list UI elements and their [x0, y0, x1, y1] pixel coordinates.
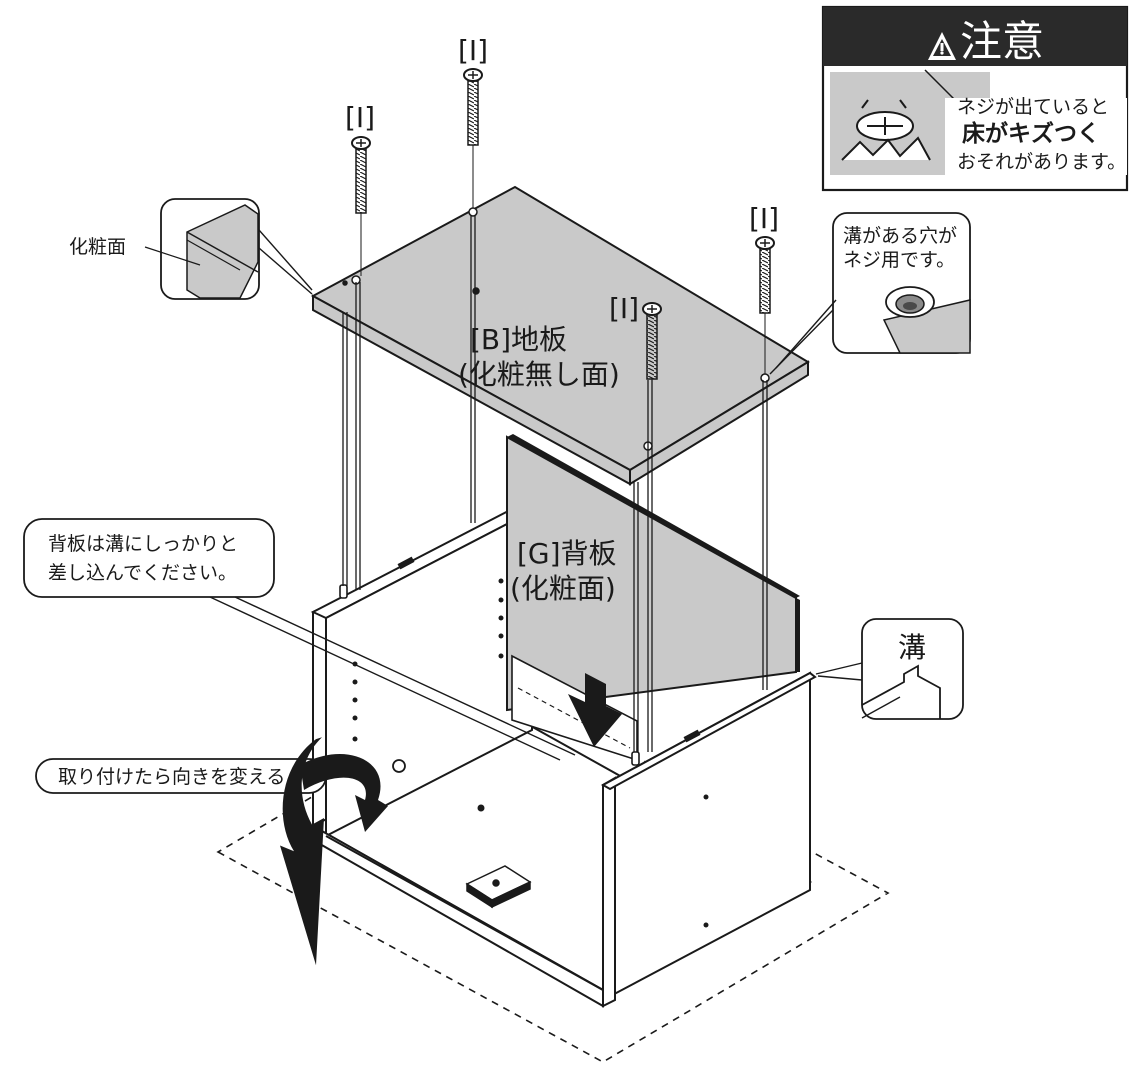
board-b-label: [B]地板 [470, 323, 567, 356]
rotate-note-text: 取り付けたら向きを変える [58, 766, 285, 788]
groove-mark-right [683, 729, 701, 743]
front-hole-1 [703, 794, 709, 800]
insert-down-arrow [568, 673, 622, 747]
groove-mark-left [397, 556, 415, 570]
warning-triangle-icon [928, 32, 956, 60]
board-g-sublabel: (化粧面) [510, 572, 616, 605]
board-g-label: [G]背板 [517, 537, 617, 570]
face-label: 化粧面 [69, 236, 126, 258]
rotate-note [35, 753, 388, 832]
dowels [339, 584, 640, 766]
back-note-callout [23, 518, 576, 761]
cabinet-box [310, 503, 817, 1008]
groove-label: 溝 [898, 631, 926, 664]
groove-callout [815, 618, 964, 720]
rotate-down-arrow-icon [280, 737, 324, 966]
side-cam-hole [392, 759, 406, 773]
hole-note-callout [769, 212, 971, 375]
screw-2 [463, 68, 483, 146]
screw-1 [351, 136, 371, 214]
rotate-arrow-icon [300, 753, 388, 832]
face-detail-callout [144, 198, 313, 300]
warning-line2: 床がキズつく [962, 120, 1100, 147]
back-note-line2: 差し込んでください。 [48, 562, 237, 584]
warning-line3: おそれがあります。 [957, 151, 1126, 173]
hole-note-line1: 溝がある穴が [843, 225, 957, 247]
screw-4 [755, 236, 775, 314]
warning-line1: ネジが出ていると [957, 96, 1109, 118]
screw-guide-lines [360, 145, 766, 442]
warning-title: 注意 [960, 17, 1044, 66]
screw-label-4: [I] [749, 202, 779, 235]
shelf-pin-holes-back [498, 578, 504, 659]
floor-bracket [465, 865, 532, 909]
front-hole-2 [703, 922, 709, 928]
warning-box: 注意 [821, 5, 1129, 192]
floor-hole [477, 804, 485, 812]
screw-head-warning-icon [841, 99, 931, 161]
guide-lines [342, 215, 768, 752]
screw-label-1: [I] [345, 101, 375, 134]
hole-note-line2: ネジ用です。 [843, 249, 955, 271]
screw-label-2: [I] [458, 34, 488, 67]
screw-label-3: [I] [609, 292, 639, 325]
back-note-line1: 背板は溝にしっかりと [48, 533, 238, 555]
board-b-sublabel: (化粧無し面) [458, 358, 620, 391]
shelf-pin-holes-left [352, 661, 358, 742]
